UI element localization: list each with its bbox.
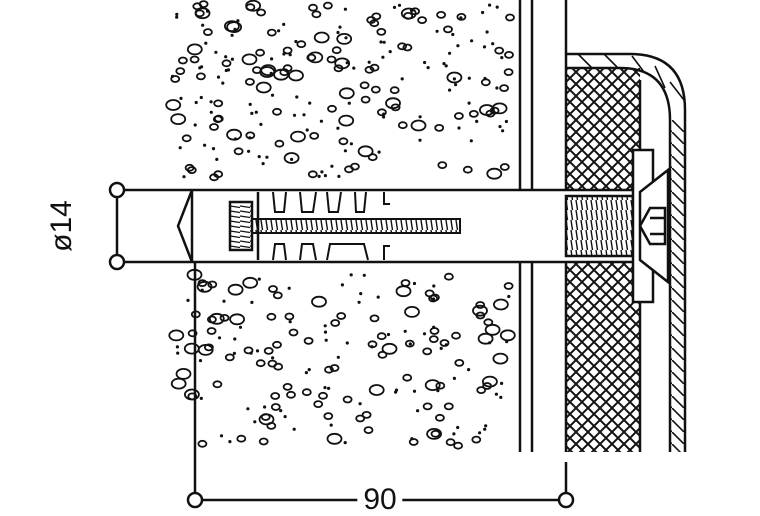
concrete-wall: [165, 0, 516, 450]
screw: [564, 148, 670, 304]
dimension-diameter: [108, 181, 126, 271]
insulation-panel: [566, 68, 642, 452]
cover-plate: [566, 52, 687, 452]
diameter-dimension-label: ø14: [45, 198, 78, 254]
anchor-body: [120, 188, 566, 264]
dimension-length: [186, 262, 575, 509]
length-dimension-label: 90: [357, 485, 403, 515]
